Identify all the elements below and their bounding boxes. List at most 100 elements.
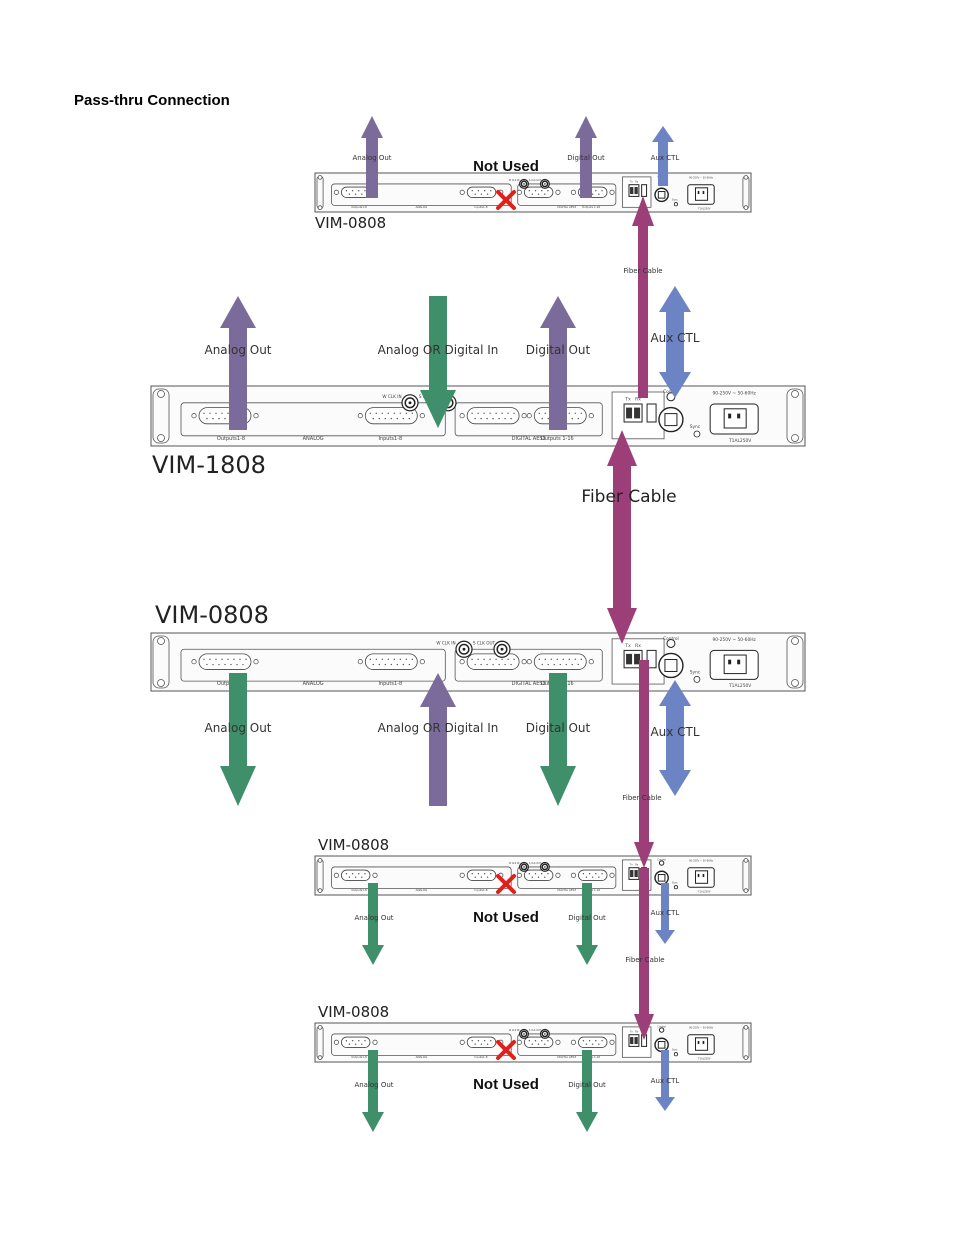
connector-pin	[513, 412, 515, 414]
connector-pin	[227, 658, 229, 661]
connector-pin	[598, 1043, 600, 1045]
connector-pin	[215, 658, 217, 661]
connector-pin	[236, 663, 238, 666]
connector-pin	[571, 663, 573, 666]
connector-pin	[537, 193, 540, 195]
bnc-pin	[544, 183, 546, 185]
fiber-port-pin	[630, 1037, 634, 1045]
connector-pin	[534, 190, 537, 192]
rx-label: Rx	[635, 179, 639, 183]
analog-digital-in-label: Analog OR Digital In	[378, 343, 499, 357]
connector-pin	[477, 412, 479, 414]
aux-ctl-label: Aux CTL	[650, 331, 699, 345]
connector-pin	[547, 1040, 549, 1042]
outputs-label: Outputs1-8	[351, 1055, 367, 1059]
connector-pin	[547, 663, 549, 666]
connector-pin	[577, 663, 579, 666]
ethercon-jack	[657, 874, 666, 882]
fiber-port-aux	[646, 649, 657, 669]
voltage-label: 90-250V ~ 50-60Hz	[689, 859, 714, 862]
screw-icon	[419, 413, 425, 419]
fiber-port-pin	[634, 407, 641, 419]
connector-pin	[405, 658, 407, 661]
fiber-port-tx-rx	[628, 867, 640, 880]
connector-pin	[483, 1040, 486, 1042]
clk-in-label: W CLK IN	[509, 862, 520, 865]
analog-out-arrow-0808	[220, 673, 256, 806]
aux-ctl-label: Aux CTL	[651, 154, 680, 162]
connector-pin	[544, 1043, 546, 1045]
analog-digital-in-label: Analog OR Digital In	[378, 721, 499, 735]
connector-pin	[537, 1043, 540, 1045]
screw-icon	[253, 659, 259, 665]
fiber-port-pin	[630, 870, 634, 878]
screw-icon	[588, 659, 594, 665]
connector-pin	[361, 1043, 363, 1045]
tx-label: Tx	[630, 862, 634, 866]
connector-pin	[411, 412, 413, 414]
fiber-cable-label: Fiber Cable	[623, 267, 662, 275]
analog-out-label: Analog Out	[354, 914, 393, 922]
connector-pin	[489, 658, 491, 661]
not-used-label: Not Used	[473, 158, 539, 175]
analog-digital-in-arrow-1808	[420, 296, 456, 428]
ethercon-jack	[664, 658, 678, 672]
connector-pin	[361, 193, 363, 195]
connector-pin	[538, 412, 540, 414]
connector-pin	[378, 417, 380, 420]
not-used-label: Not Used	[473, 1076, 539, 1093]
connector-pin	[538, 658, 540, 661]
connector-pin	[364, 1040, 366, 1042]
clk-out-label: S CLK OUT	[529, 179, 542, 182]
outputs-label: Outputs1-8	[351, 888, 367, 892]
tx-label: Tx	[630, 179, 634, 183]
mount-hole	[743, 888, 749, 893]
mount-hole	[317, 1025, 323, 1030]
connector-pin	[495, 658, 497, 661]
connector-pin	[601, 1040, 603, 1042]
unit-name-lower-1: VIM-0808	[318, 836, 389, 854]
connector-pin	[384, 663, 386, 666]
connector-pin	[471, 1040, 473, 1042]
bnc-pin	[523, 183, 525, 185]
outputs-label: Outputs1-8	[217, 436, 245, 442]
connector-dsub	[466, 869, 497, 881]
connector-pin	[585, 1043, 588, 1045]
unit-name-1808: VIM-1808	[152, 451, 266, 479]
fiber-port-tx-rx	[628, 184, 640, 197]
connector-pin	[580, 412, 582, 414]
sync-led	[673, 202, 678, 207]
screw-icon	[357, 659, 363, 665]
connector-pin	[345, 1040, 348, 1042]
screw-icon	[609, 189, 615, 195]
sync-led	[693, 676, 701, 683]
aux-ctl-arrow-lower-1	[655, 883, 675, 944]
connector-pin	[477, 873, 480, 875]
connector-pin	[541, 1040, 543, 1042]
digital-section	[517, 866, 617, 889]
connector-pin	[595, 1040, 597, 1042]
mount-hole	[791, 679, 799, 687]
connector-pin	[227, 412, 229, 414]
connector-pin	[396, 417, 398, 420]
rx-label: Rx	[635, 396, 641, 402]
voltage-label: 90-250V ~ 50-60Hz	[712, 390, 756, 396]
connector-dsub	[523, 186, 554, 198]
inputs-label: Inputs1-8	[378, 681, 402, 687]
not-used-x-mark	[496, 874, 516, 894]
mount-hole	[743, 1025, 749, 1030]
connector-pin	[559, 663, 561, 666]
fuse-label: T1AL250V	[698, 207, 711, 210]
connector-pin	[399, 412, 401, 414]
digital-section	[517, 1033, 617, 1056]
not-used-x-mark	[496, 1040, 516, 1060]
connector-pin	[490, 190, 492, 192]
screw-icon	[333, 1039, 339, 1045]
connector-dsub	[364, 653, 418, 670]
connector-pin	[601, 873, 603, 875]
connector-pin	[568, 412, 570, 414]
digital-out-arrow-0808	[540, 673, 576, 806]
connector-pin	[544, 193, 546, 195]
